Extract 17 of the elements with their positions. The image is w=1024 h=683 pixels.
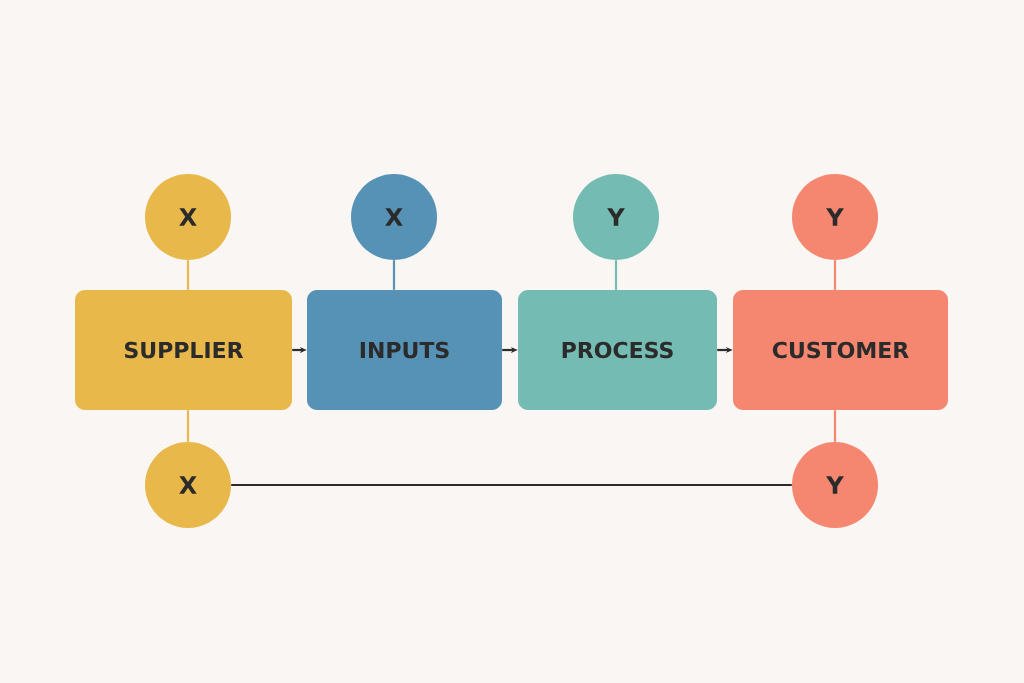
connector-line [614, 260, 618, 290]
connector-line [392, 260, 396, 290]
process-box: INPUTS [307, 290, 502, 410]
connector-line [833, 410, 837, 442]
process-box: SUPPLIER [75, 290, 292, 410]
circle-node: X [145, 442, 231, 528]
circle-node: X [145, 174, 231, 260]
connector-line [833, 260, 837, 290]
circle-node: Y [573, 174, 659, 260]
circle-node: Y [792, 174, 878, 260]
process-box: CUSTOMER [733, 290, 948, 410]
connector-line [231, 483, 792, 487]
connector-line [186, 410, 190, 442]
connector-line [186, 260, 190, 290]
circle-node: Y [792, 442, 878, 528]
process-box: PROCESS [518, 290, 717, 410]
circle-node: X [351, 174, 437, 260]
